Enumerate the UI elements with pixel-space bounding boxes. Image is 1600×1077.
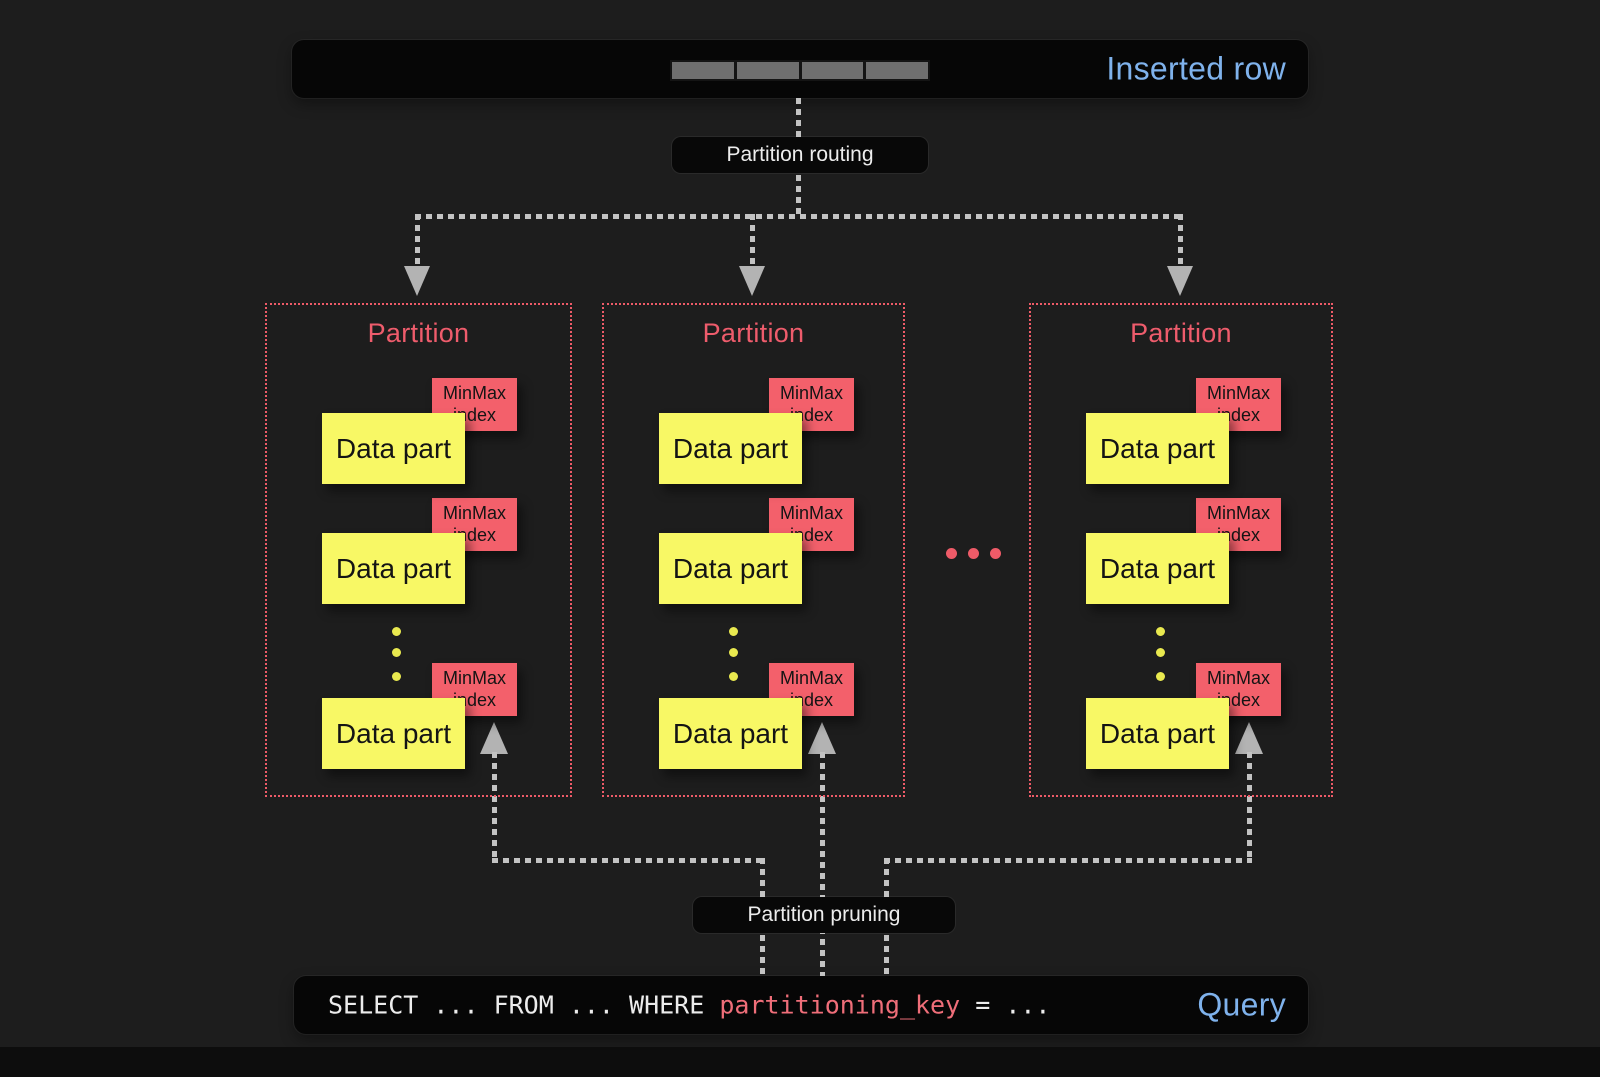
data-part-box: Data part xyxy=(659,698,802,769)
query-bar: SELECT ... FROM ... WHERE partitioning_k… xyxy=(294,976,1308,1034)
inserted-row-cells xyxy=(670,60,930,81)
sql-suffix: = ... xyxy=(960,990,1051,1020)
arrow-up-icon xyxy=(808,722,836,754)
partition-box-1: Partition MinMax index Data part MinMax … xyxy=(265,303,572,797)
row-cell xyxy=(801,62,864,79)
routing-drop-line-1 xyxy=(415,214,420,268)
partition-box-2: Partition MinMax index Data part MinMax … xyxy=(602,303,905,797)
pruning-branch-right xyxy=(884,858,1252,863)
query-label: Query xyxy=(1197,986,1286,1023)
data-part-box: Data part xyxy=(1086,698,1229,769)
routing-branch-line xyxy=(415,214,1184,219)
arrow-down-icon xyxy=(739,266,765,296)
partition-box-3: Partition MinMax index Data part MinMax … xyxy=(1029,303,1333,797)
partition-routing-label: Partition routing xyxy=(672,137,928,173)
sql-partitioning-key: partitioning_key xyxy=(719,990,961,1020)
inserted-row-bar: Inserted row xyxy=(292,40,1308,98)
data-part-box: Data part xyxy=(1086,413,1229,484)
routing-drop-line-3 xyxy=(1178,214,1183,268)
inserted-row-label: Inserted row xyxy=(1106,50,1286,87)
row-cell xyxy=(866,62,928,79)
row-cell xyxy=(736,62,799,79)
partition-title: Partition xyxy=(367,318,470,348)
data-part-box: Data part xyxy=(322,413,465,484)
data-part-box: Data part xyxy=(1086,533,1229,604)
arrow-down-icon xyxy=(404,266,430,296)
pruning-branch-left xyxy=(492,858,765,863)
sql-prefix: SELECT ... FROM ... WHERE xyxy=(328,990,720,1020)
pruning-line-3 xyxy=(1247,752,1252,862)
arrow-down-icon xyxy=(1167,266,1193,296)
partition-title: Partition xyxy=(702,318,805,348)
data-part-box: Data part xyxy=(659,413,802,484)
partition-title: Partition xyxy=(1130,318,1232,348)
data-part-box: Data part xyxy=(322,698,465,769)
bottom-band xyxy=(0,1047,1600,1077)
pruning-line-1 xyxy=(492,752,497,862)
row-cell xyxy=(672,62,734,79)
data-part-box: Data part xyxy=(659,533,802,604)
data-part-box: Data part xyxy=(322,533,465,604)
arrow-up-icon xyxy=(1235,722,1263,754)
pruning-line-2 xyxy=(820,752,825,976)
partition-pruning-label: Partition pruning xyxy=(693,897,955,933)
routing-drop-line-2 xyxy=(750,214,755,268)
sql-query-text: SELECT ... FROM ... WHERE partitioning_k… xyxy=(328,991,1050,1020)
arrow-up-icon xyxy=(480,722,508,754)
